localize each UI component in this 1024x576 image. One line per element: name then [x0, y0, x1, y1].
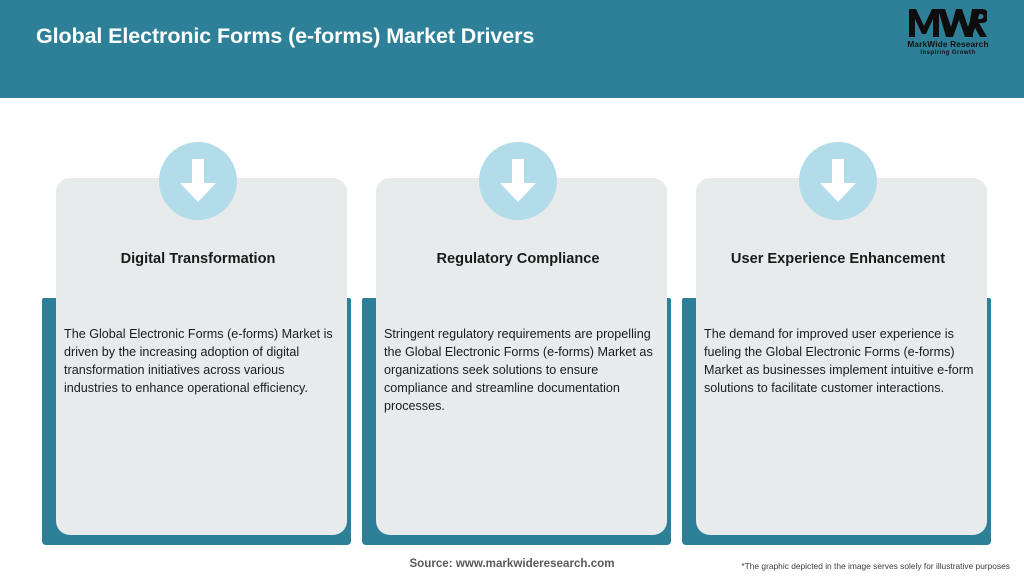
card-surface	[696, 178, 987, 535]
page-title: Global Electronic Forms (e-forms) Market…	[36, 24, 535, 48]
card-body-text: The Global Electronic Forms (e-forms) Ma…	[64, 327, 333, 395]
disclaimer-label: *The graphic depicted in the image serve…	[741, 561, 1010, 571]
card-surface	[376, 178, 667, 535]
card-body-text: Stringent regulatory requirements are pr…	[384, 327, 653, 413]
source-label: Source: www.markwideresearch.com	[409, 557, 615, 570]
down-arrow-icon	[799, 142, 877, 220]
driver-card-1[interactable]: Digital Transformation The Global Electr…	[38, 98, 358, 576]
card-surface	[56, 178, 347, 535]
logo-tagline: Inspiring Growth	[920, 50, 976, 56]
mwr-monogram-icon	[894, 8, 1002, 38]
card-heading: Digital Transformation	[120, 251, 276, 267]
drivers-board: Digital Transformation The Global Electr…	[0, 98, 1024, 576]
driver-card-3[interactable]: User Experience Enhancement The demand f…	[678, 98, 998, 576]
card-heading: User Experience Enhancement	[730, 251, 946, 267]
card-body-text: The demand for improved user experience …	[704, 327, 974, 395]
driver-card-2[interactable]: Regulatory Compliance Stringent regulato…	[358, 98, 678, 576]
logo-company-name: MarkWide Research	[907, 39, 989, 49]
down-arrow-icon	[159, 142, 237, 220]
card-heading: Regulatory Compliance	[436, 251, 600, 267]
down-arrow-icon	[479, 142, 557, 220]
brand-logo: MarkWide Research Inspiring Growth	[894, 8, 1002, 60]
header-bar: Global Electronic Forms (e-forms) Market…	[0, 0, 1024, 98]
